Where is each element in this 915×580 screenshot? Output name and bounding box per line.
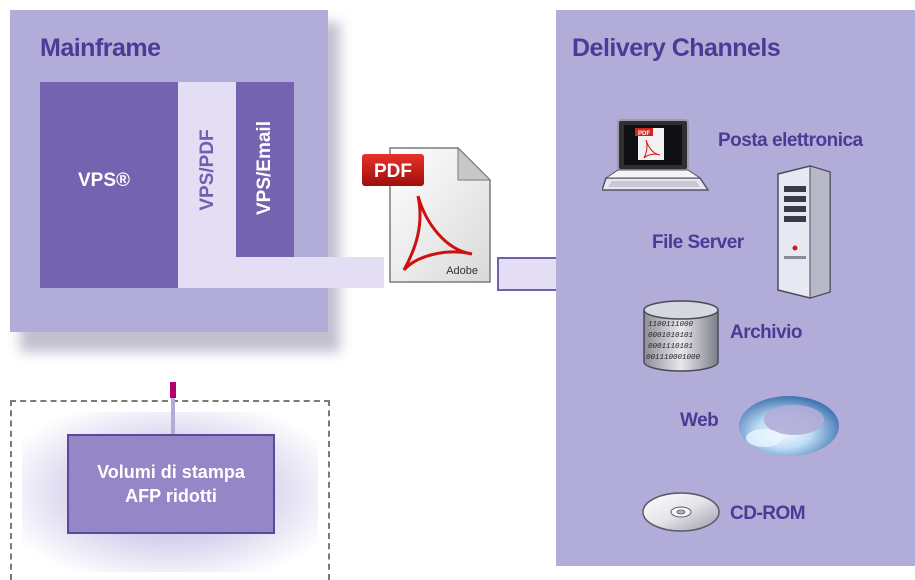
vpspdf-channel-horizontal (178, 257, 384, 288)
print-volume-dashed-border (10, 400, 330, 580)
connector-line (171, 398, 175, 434)
binary-line-1: 1100111000 (648, 321, 694, 329)
cd-disc-icon (642, 492, 720, 532)
vps-block (40, 82, 178, 288)
laptop-pdf-badge: PDF (638, 131, 650, 137)
binary-line-2: 0001010101 (648, 332, 693, 340)
server-tower-icon (777, 165, 831, 299)
vps-label: VPS® (78, 170, 131, 191)
adobe-brand-text: Adobe (446, 265, 478, 277)
print-volume-line2: AFP ridotti (125, 486, 217, 506)
database-cylinder-icon: 1100111000 0001010101 0001110101 0011100… (643, 300, 719, 372)
print-volume-box: Volumi di stampa AFP ridotti (67, 434, 275, 534)
print-volume-line1: Volumi di stampa (97, 462, 245, 482)
channel-label-email: Posta elettronica (718, 130, 863, 151)
channel-label-web: Web (680, 410, 719, 431)
laptop-icon: PDF (602, 119, 710, 191)
mainframe-title: Mainframe (40, 34, 161, 62)
delivery-title: Delivery Channels (572, 34, 781, 62)
channel-label-archive: Archivio (730, 322, 803, 343)
vpsemail-label: VPS/Email (254, 121, 275, 215)
channel-label-cdrom: CD-ROM (730, 503, 806, 524)
pdf-badge-text: PDF (374, 161, 412, 182)
binary-line-3: 0001110101 (648, 343, 693, 351)
binary-line-4: 001110001000 (646, 354, 701, 362)
connector-marker (170, 382, 176, 398)
vpspdf-channel-vertical (178, 82, 236, 288)
vpspdf-label: VPS/PDF (197, 129, 218, 211)
pdf-document-icon: PDF Adobe (362, 146, 492, 283)
web-ring-icon (739, 396, 839, 456)
vpsemail-block (236, 82, 294, 257)
delivery-panel (556, 10, 915, 566)
channel-label-fileserver: File Server (652, 232, 744, 253)
